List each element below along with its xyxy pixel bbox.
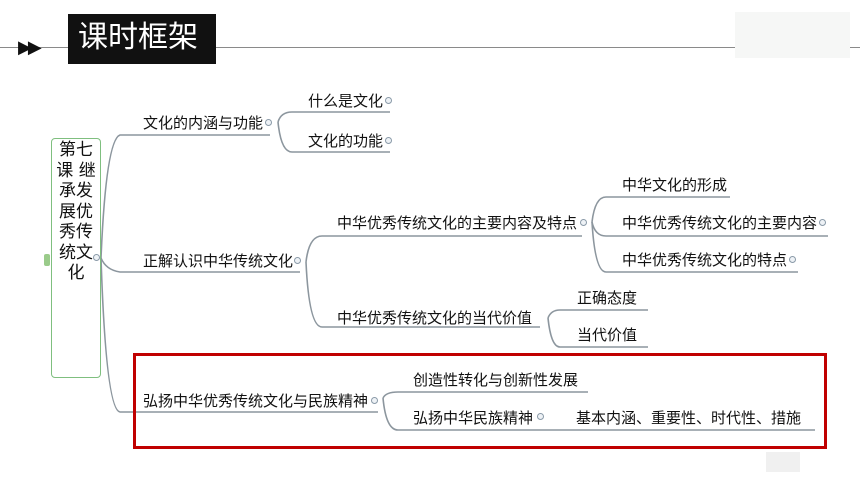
leaf-main-content[interactable]: 中华优秀传统文化的主要内容 <box>622 214 818 232</box>
node-creative-transformation[interactable]: 创造性转化与创新性发展 <box>413 371 579 389</box>
collapse-icon[interactable] <box>294 257 301 264</box>
node-contemporary-value[interactable]: 中华优秀传统文化的当代价值 <box>337 309 533 327</box>
node-what-is-culture[interactable]: 什么是文化 <box>308 92 384 110</box>
collapse-icon[interactable] <box>537 413 544 420</box>
connector-s2-l1 <box>547 309 648 319</box>
collapse-icon[interactable] <box>819 219 826 226</box>
branch-traditional-culture[interactable]: 正解认识中华传统文化 <box>143 252 294 270</box>
collapse-icon[interactable] <box>385 97 392 104</box>
collapse-icon[interactable] <box>265 119 272 126</box>
highlight-frame <box>133 353 827 449</box>
connector-b1-c1 <box>277 111 390 123</box>
branch-culture-meaning[interactable]: 文化的内涵与功能 <box>143 114 264 132</box>
connector-root-branch3 <box>100 257 378 413</box>
connector-s1-l1 <box>591 196 730 223</box>
connector-b1-c2 <box>277 121 390 153</box>
header-arrows-icon: ▶▶ <box>18 37 42 58</box>
collapse-icon[interactable] <box>385 137 392 144</box>
connector-b2-c2 <box>305 261 540 328</box>
connector-b3-c1 <box>382 391 588 399</box>
root-expand-handle[interactable] <box>44 254 50 266</box>
leaf-spirit-details[interactable]: 基本内涵、重要性、时代性、措施 <box>576 409 802 427</box>
node-national-spirit[interactable]: 弘扬中华民族精神 <box>413 409 534 427</box>
connector-b3-c2 <box>382 397 550 431</box>
page-title: 课时框架 <box>78 20 198 55</box>
collapse-icon[interactable] <box>789 256 796 263</box>
logo-watermark <box>735 12 850 58</box>
root-collapse-icon[interactable] <box>93 254 100 261</box>
node-culture-function[interactable]: 文化的功能 <box>308 132 384 150</box>
title-background <box>68 14 216 64</box>
header-divider <box>0 47 860 48</box>
node-content-features[interactable]: 中华优秀传统文化的主要内容及特点 <box>337 214 578 232</box>
collapse-icon[interactable] <box>580 219 587 226</box>
leaf-contemporary-value[interactable]: 当代价值 <box>577 326 638 344</box>
leaf-features[interactable]: 中华优秀传统文化的特点 <box>622 251 788 269</box>
connector-root-branch1 <box>100 134 270 259</box>
branch-national-spirit[interactable]: 弘扬中华优秀传统文化与民族精神 <box>143 392 369 410</box>
footer-watermark <box>766 452 800 472</box>
mindmap-root: 第七课 继承发展优秀传统文化 <box>56 140 96 283</box>
collapse-icon[interactable] <box>371 397 378 404</box>
connector-root-branch2 <box>100 257 300 273</box>
connector-b2-c1 <box>305 235 582 263</box>
leaf-correct-attitude[interactable]: 正确态度 <box>577 289 638 307</box>
leaf-formation[interactable]: 中华文化的形成 <box>622 176 728 194</box>
connector-s1-l3 <box>591 221 798 273</box>
mindmap-root-box <box>51 138 101 378</box>
connector-s2-l2 <box>547 317 648 348</box>
